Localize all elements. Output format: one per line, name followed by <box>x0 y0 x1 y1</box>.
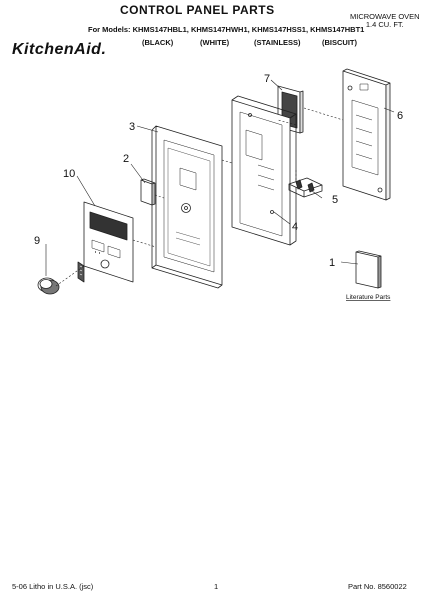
callout-7: 7 <box>264 73 270 85</box>
assembly-lines <box>55 107 344 287</box>
color-biscuit: (BISCUIT) <box>322 38 357 47</box>
color-white: (WHITE) <box>200 38 230 47</box>
part-number: Part No. 8560022 <box>348 582 407 591</box>
control-board-part-6[interactable] <box>342 68 391 201</box>
brand-logo: KitchenAid. <box>12 41 107 58</box>
color-black: (BLACK) <box>142 38 174 47</box>
print-info: 5-06 Litho in U.S.A. (jsc) <box>12 582 94 591</box>
page-number: 1 <box>214 582 219 591</box>
callout-5: 5 <box>332 194 338 206</box>
product-description: MICROWAVE OVEN 1.4 CU. FT. <box>350 13 420 29</box>
callout-3: 3 <box>129 121 135 133</box>
bracket-part-5[interactable] <box>288 177 323 198</box>
model-list: For Models: KHMS147HBL1, KHMS147HWH1, KH… <box>88 25 364 34</box>
models-values: KHMS147HBL1, KHMS147HWH1, KHMS147HSS1, K… <box>132 25 365 34</box>
callout-1: 1 <box>329 257 335 269</box>
control-frame-part-4[interactable] <box>231 95 297 246</box>
callout-4: 4 <box>292 221 298 233</box>
callout-9: 9 <box>34 235 40 247</box>
callout-10: 10 <box>63 168 75 180</box>
control-overlay-part-10[interactable] <box>77 201 134 283</box>
callout-6: 6 <box>397 110 403 122</box>
product-line-2: 1.4 CU. FT. <box>365 20 404 29</box>
color-stainless: (STAINLESS) <box>254 38 301 47</box>
literature-part-1[interactable] <box>355 250 382 289</box>
knob-part-9[interactable] <box>37 277 60 295</box>
page-title: CONTROL PANEL PARTS <box>120 3 275 17</box>
callout-2: 2 <box>123 153 129 165</box>
leader-lines <box>45 79 395 276</box>
product-line-1: MICROWAVE OVEN <box>350 12 420 21</box>
literature-parts-label: Literature Parts <box>346 294 391 301</box>
models-prefix: For Models: <box>88 25 131 34</box>
small-part-2[interactable] <box>140 178 156 206</box>
front-panel-part-3[interactable] <box>151 125 223 289</box>
